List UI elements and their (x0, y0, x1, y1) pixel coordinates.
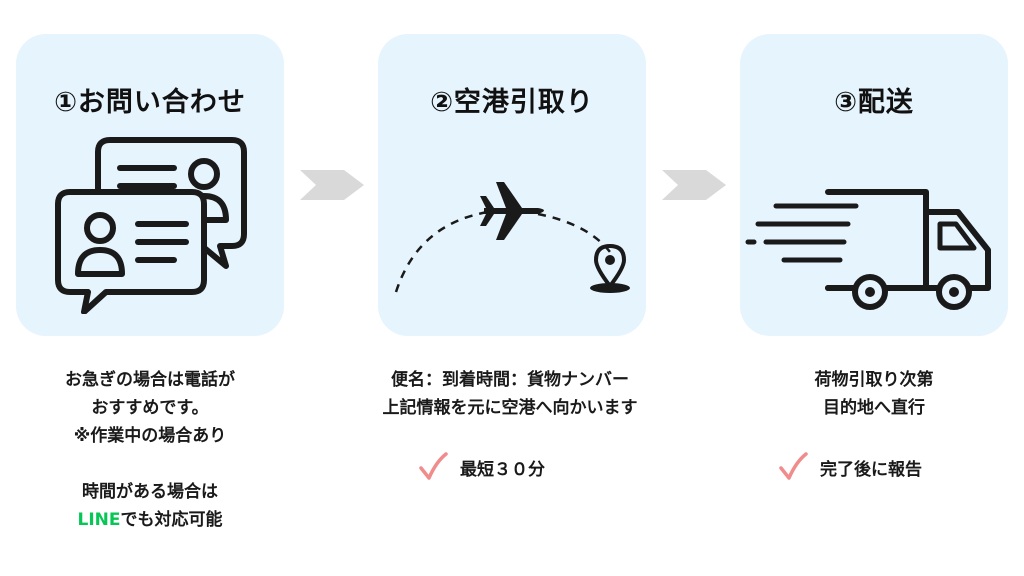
step-title-inquiry: ①お問い合わせ (54, 87, 246, 118)
flow-arrow-2 (662, 170, 726, 200)
step-description-airport-pickup: 便名：到着時間：貨物ナンバー 上記情報を元に空港へ向かいます (360, 366, 660, 422)
airplane-icon (480, 182, 544, 240)
step-card-delivery: ③配送 (740, 34, 1008, 336)
step-title-delivery: ③配送 (834, 87, 914, 118)
step-description-delivery: 荷物引取り次第 目的地へ直行 (724, 366, 1024, 422)
desc-line: お急ぎの場合は電話が (65, 370, 235, 390)
desc-line: 上記情報を元に空港へ向かいます (382, 398, 638, 418)
check-icon (779, 452, 808, 480)
desc-line-line-app: LINEでも対応可能 (0, 506, 300, 534)
check-row-delivery: 完了後に報告 (778, 452, 922, 482)
desc-line: 便名：到着時間：貨物ナンバー (391, 370, 629, 390)
flow-arrow-1 (300, 170, 364, 200)
desc-line: おすすめです。 (91, 398, 209, 418)
step-card-airport-pickup: ②空港引取り (378, 34, 646, 336)
check-text: 最短３０分 (460, 459, 545, 480)
desc-line: 時間がある場合は (82, 482, 218, 502)
check-icon (419, 452, 448, 480)
check-row-airport-pickup: 最短３０分 (418, 452, 545, 482)
desc-line: 目的地へ直行 (823, 398, 925, 418)
chat-bubbles-users-icon (55, 137, 247, 314)
line-brand-text: LINE (77, 510, 121, 530)
check-text: 完了後に報告 (820, 459, 922, 480)
step-title-airport-pickup: ②空港引取り (430, 87, 594, 118)
step-description-inquiry: お急ぎの場合は電話が おすすめです。 ※作業中の場合あり 時間がある場合は LI… (0, 366, 300, 534)
step-card-inquiry: ①お問い合わせ (16, 34, 284, 336)
desc-line: ※作業中の場合あり (73, 426, 227, 446)
location-pin-icon (590, 244, 630, 293)
airplane-route-icon (394, 182, 630, 293)
delivery-truck-icon (745, 189, 991, 310)
desc-line: 荷物引取り次第 (814, 370, 934, 390)
desc-line-rest: でも対応可能 (120, 510, 223, 530)
